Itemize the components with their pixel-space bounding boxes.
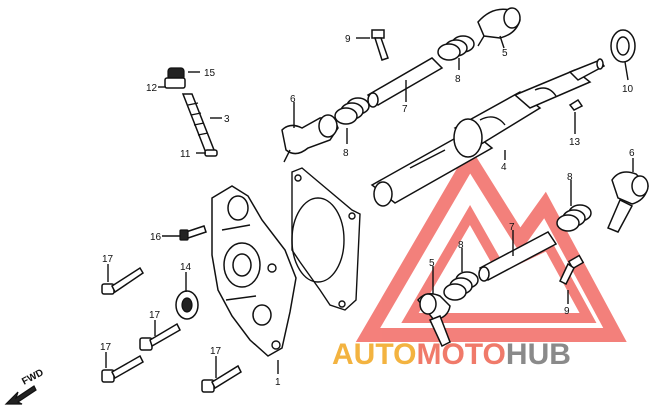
callout-4: 4 — [501, 162, 507, 173]
callout-7-bottom: 7 — [509, 222, 515, 233]
watermark-text: AUTOMOTOHUB — [332, 338, 571, 371]
callout-5-top: 5 — [502, 48, 508, 59]
fork-shaft-top — [366, 57, 444, 108]
watermark-hub: HUB — [506, 338, 571, 371]
callout-17-c: 17 — [100, 342, 112, 353]
gasket — [291, 167, 361, 311]
watermark-auto: AUTO — [332, 338, 416, 371]
callout-8-right: 8 — [567, 172, 573, 183]
callout-3: 3 — [224, 114, 230, 125]
callout-13: 13 — [569, 137, 581, 148]
fwd-label: FWD — [20, 367, 45, 387]
shift-drum-shaft — [370, 58, 606, 207]
callout-6-left: 6 — [290, 94, 296, 105]
shift-fork-top — [477, 7, 521, 47]
callout-17-d: 17 — [210, 346, 222, 357]
bolt-17-b — [139, 322, 181, 351]
callout-7-top: 7 — [402, 104, 408, 115]
bolt-16 — [179, 225, 207, 241]
bolt-17-c — [101, 354, 144, 383]
bolt-top — [371, 29, 389, 61]
callout-15: 15 — [204, 68, 216, 79]
shift-fork-left — [281, 114, 339, 163]
key-pin — [568, 98, 584, 111]
fork-shaft-bottom — [478, 231, 558, 282]
leader-lines — [105, 35, 634, 378]
callout-14: 14 — [180, 262, 192, 273]
callout-11: 11 — [180, 149, 191, 160]
callout-8-left: 8 — [343, 148, 349, 159]
watermark-moto: MOTO — [416, 338, 505, 371]
spring-top — [437, 35, 475, 61]
callout-17-b: 17 — [149, 310, 161, 321]
callout-16: 16 — [150, 232, 162, 243]
bolt-bottom — [559, 254, 585, 286]
washer-part — [610, 29, 636, 63]
spring-left — [334, 97, 370, 125]
spring-bottom — [443, 271, 479, 301]
housing-cover — [211, 185, 297, 357]
callout-9-top: 9 — [345, 34, 351, 45]
callout-8-top: 8 — [455, 74, 461, 85]
bolt-17-a — [101, 266, 145, 295]
callout-1: 1 — [275, 377, 281, 388]
callout-8-bottom: 8 — [458, 240, 464, 251]
speedometer-gear-shaft — [164, 67, 218, 157]
callout-5-bottom: 5 — [429, 258, 435, 269]
oil-seal — [175, 290, 199, 320]
callout-10: 10 — [622, 84, 634, 95]
bolt-17-d — [201, 364, 242, 393]
callout-12: 12 — [146, 83, 158, 94]
callout-17-a: 17 — [102, 254, 114, 265]
shift-fork-bottom — [417, 293, 451, 348]
callout-6-right: 6 — [629, 148, 635, 159]
fwd-arrow-icon — [4, 385, 37, 405]
shift-fork-right — [607, 171, 649, 233]
callout-9-bottom: 9 — [564, 306, 570, 317]
spring-right — [556, 204, 592, 232]
